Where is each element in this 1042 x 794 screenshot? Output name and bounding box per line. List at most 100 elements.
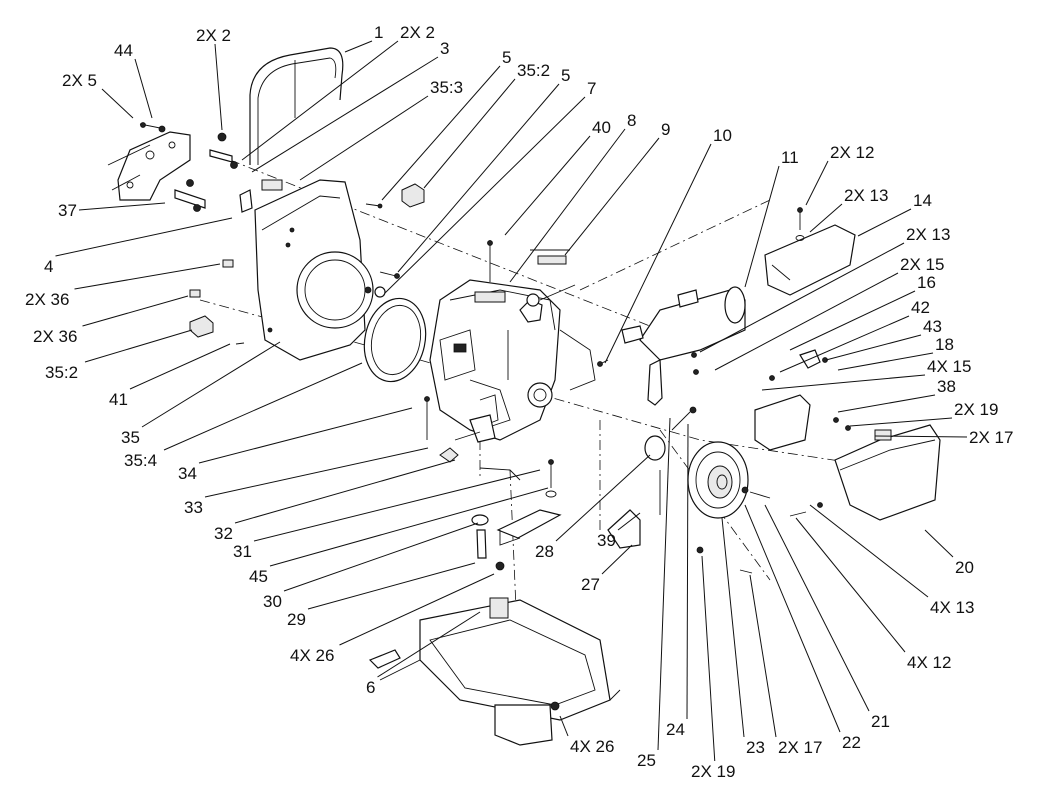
callout-label-c31: 4 [44,257,53,276]
leader-line-c20 [699,242,905,353]
part-engine-fasteners [424,359,609,481]
leader-line-c4 [251,56,439,173]
leader-line-c23 [779,315,910,373]
callout-label-c23: 42 [911,298,930,317]
part-mount-brackets [471,459,562,571]
leader-line-c58 [795,517,906,653]
part-clutch-pulley [607,406,771,574]
part-engine [429,240,596,443]
callout-label-c51: 25 [637,751,656,770]
callout-label-c59: 4X 13 [930,598,974,617]
callout-label-c33: 2X 36 [33,327,77,346]
leader-line-c3 [214,43,223,131]
callout-label-c22: 16 [917,273,936,292]
callout-label-c40: 32 [214,524,233,543]
callout-label-c16: 11 [781,148,799,167]
part-exhaust-guard [764,207,856,296]
callout-label-c42: 45 [249,567,268,586]
callout-label-c26: 4X 15 [927,357,971,376]
callout-label-c29: 2X 17 [969,428,1013,447]
callout-label-c34: 35:2 [45,363,78,382]
callout-label-c45: 4X 26 [290,646,334,665]
leader-line-c55 [749,574,777,738]
callout-label-c25: 18 [935,335,954,354]
leader-line-c19 [857,208,912,237]
leader-line-c12 [504,135,591,236]
leader-line-c26 [761,374,926,391]
leader-line-c56 [744,504,841,733]
callout-label-c60: 20 [955,558,974,577]
leader-line-c51 [657,417,671,751]
leader-line-c40 [234,459,456,524]
leader-line-c57 [764,504,870,712]
part-belt-cover [754,349,941,521]
leader-line-c22 [789,290,916,351]
leader-line-c2 [241,40,399,161]
callout-label-c30: 37 [58,201,77,220]
callout-label-c54: 23 [746,738,765,757]
leader-line-c39 [204,447,429,498]
leader-line-c9 [423,78,516,189]
leader-line-c25 [837,352,934,371]
leader-line-c11 [384,96,586,294]
callout-label-c32: 2X 36 [25,290,69,309]
callout-label-c35: 41 [109,390,128,409]
leader-line-c28 [849,417,953,427]
callout-label-c8: 5 [502,48,511,67]
leader-line-c13 [509,128,626,283]
callout-label-c20: 2X 13 [906,225,950,244]
callout-label-c46: 6 [366,678,375,697]
part-frame [368,597,621,746]
part-blower-housing [189,179,425,361]
leader-line-c59 [809,504,929,598]
leader-line-c10 [397,83,560,273]
leader-line-c27 [837,394,936,413]
callout-label-c38: 34 [178,464,197,483]
callout-label-c9: 35:2 [517,61,550,80]
leader-line-c21 [714,272,899,371]
callout-label-c2: 2X 2 [400,23,435,42]
callout-label-c7: 35:3 [430,78,463,97]
callout-label-c10: 5 [561,66,570,85]
callout-label-c18: 2X 13 [844,186,888,205]
leader-line-c36 [141,341,281,428]
callout-label-c53: 2X 19 [691,762,735,781]
callout-label-c5: 44 [114,41,133,60]
callout-label-c56: 22 [842,733,861,752]
leader-line-c15 [604,143,712,364]
leader-line-c17 [805,160,829,206]
callout-label-c58: 4X 12 [907,653,951,672]
callout-label-c12: 40 [592,118,611,137]
part-muffler [530,249,746,406]
leader-line-c35 [129,343,231,390]
callout-label-c49: 39 [597,531,616,550]
leader-line-c8 [381,65,501,201]
leader-line-c44 [307,562,476,610]
leader-line-c43 [283,522,479,592]
leader-line-c18 [809,203,843,233]
leader-line-c5 [134,58,153,119]
leader-line-c48 [555,454,651,542]
leader-line-c7 [299,95,429,181]
callout-label-c11: 7 [587,79,596,98]
part-control-bracket [107,122,238,212]
callout-label-c27: 38 [937,377,956,396]
callout-label-c47: 4X 26 [570,737,614,756]
callout-label-c44: 29 [287,610,306,629]
leader-line-c47 [559,715,569,737]
leader-line-c38 [198,407,413,464]
callout-label-c41: 31 [233,542,252,561]
leader-line-c29 [874,435,968,438]
callout-label-c21: 2X 15 [900,255,944,274]
callout-label-c4: 3 [440,39,449,58]
leader-line-c14 [564,137,660,256]
callout-label-c39: 33 [184,498,203,517]
leader-line-c32 [74,263,221,290]
leader-line-c34 [84,329,193,363]
callout-label-c55: 2X 17 [778,738,822,757]
leader-line-c16 [744,165,780,288]
callout-label-c50: 27 [581,575,600,594]
leader-line-c1 [344,40,373,53]
callout-label-c1: 1 [374,23,383,42]
